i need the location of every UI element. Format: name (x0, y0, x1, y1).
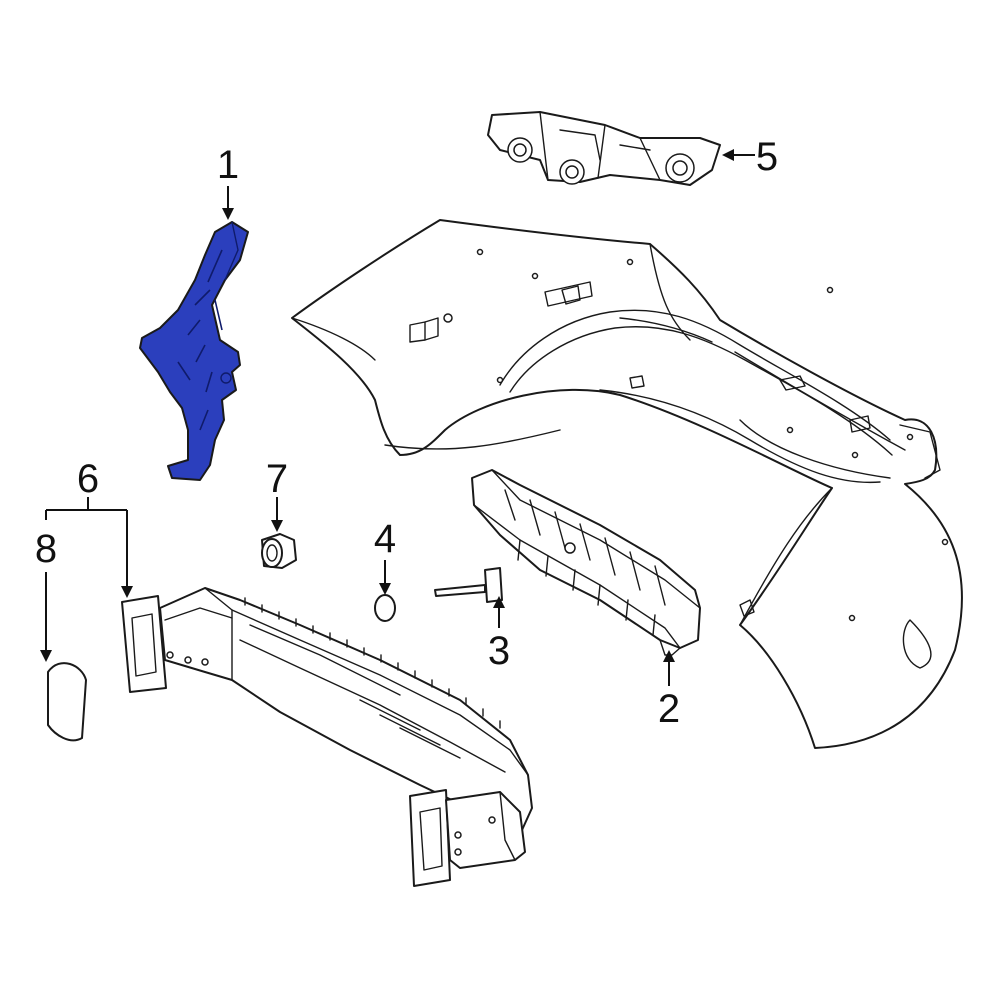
leader-lines (40, 149, 755, 686)
bumper-cover[interactable] (291, 219, 963, 749)
callout-2[interactable]: 2 (658, 687, 680, 731)
tow-cover[interactable] (47, 662, 87, 742)
bolt[interactable] (434, 567, 503, 603)
washer[interactable] (374, 594, 396, 622)
callout-3[interactable]: 3 (488, 629, 510, 673)
callout-4[interactable]: 4 (374, 517, 396, 561)
callout-7[interactable]: 7 (266, 457, 288, 501)
callout-5[interactable]: 5 (756, 135, 778, 179)
reinforcement-bar[interactable] (121, 587, 533, 887)
callout-labels: 1 2 3 4 5 6 7 8 (35, 135, 778, 731)
grommet[interactable] (261, 533, 297, 569)
upper-bracket[interactable] (487, 111, 721, 186)
left-bracket[interactable] (139, 221, 249, 481)
callout-8[interactable]: 8 (35, 527, 57, 571)
callout-1[interactable]: 1 (217, 143, 239, 187)
energy-absorber[interactable] (471, 469, 701, 656)
callout-6[interactable]: 6 (77, 457, 99, 501)
